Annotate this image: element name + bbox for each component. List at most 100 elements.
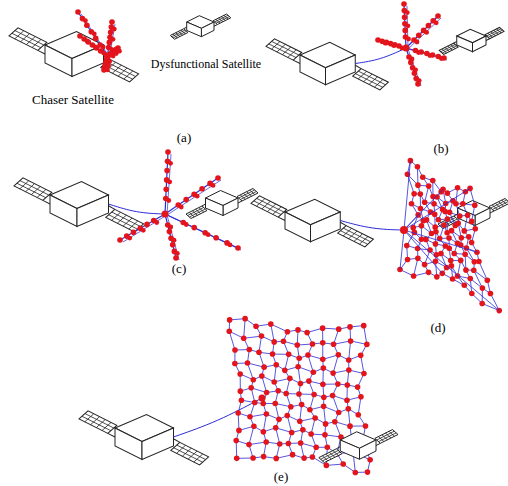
panel-label: (b) bbox=[432, 142, 449, 155]
net-mass bbox=[294, 342, 300, 348]
net-mass bbox=[324, 463, 330, 469]
net-thread bbox=[404, 161, 410, 230]
net-mass bbox=[415, 246, 421, 252]
satellite-figure bbox=[9, 28, 139, 82]
net-thread bbox=[408, 18, 441, 49]
net-mass bbox=[276, 417, 282, 423]
net-mass bbox=[252, 400, 258, 406]
solar-cell-line bbox=[107, 62, 136, 76]
panel-strut bbox=[238, 201, 242, 203]
net-mass bbox=[467, 276, 473, 282]
net-mass bbox=[195, 194, 200, 199]
net-mass bbox=[206, 232, 211, 237]
net-mass bbox=[281, 338, 287, 344]
satellite-figure bbox=[251, 196, 373, 247]
net-thread bbox=[244, 319, 245, 339]
net-mass bbox=[404, 243, 410, 249]
net-mass bbox=[287, 376, 293, 382]
solar-cell-line bbox=[21, 34, 30, 42]
net-mass bbox=[239, 397, 245, 403]
net-mass bbox=[112, 27, 117, 32]
net-mass bbox=[235, 245, 241, 251]
net-mass bbox=[289, 430, 295, 436]
satellite-part bbox=[9, 28, 47, 51]
net-mass bbox=[353, 470, 359, 476]
solar-cell-line bbox=[112, 65, 121, 73]
net-mass bbox=[166, 198, 171, 203]
net-thread bbox=[404, 230, 499, 311]
net-mass bbox=[461, 228, 467, 234]
solar-cell-line bbox=[20, 181, 29, 189]
solar-cell-line bbox=[492, 202, 508, 210]
net-mass bbox=[412, 70, 418, 76]
net-thread bbox=[81, 14, 110, 57]
net-mass bbox=[403, 45, 410, 52]
net-mass bbox=[465, 212, 471, 218]
net-mass bbox=[115, 45, 121, 51]
net-mass bbox=[480, 285, 486, 291]
satellite-figure bbox=[14, 178, 144, 232]
net-mass bbox=[479, 301, 485, 307]
panel-strut bbox=[293, 60, 300, 63]
net-mass bbox=[321, 365, 327, 371]
solar-cell-line bbox=[377, 431, 395, 440]
satellite-part bbox=[115, 428, 142, 460]
panel-label: (a) bbox=[176, 131, 192, 144]
net-mass bbox=[345, 382, 351, 388]
net-mass bbox=[304, 330, 310, 336]
satellite-part bbox=[201, 22, 214, 37]
net-mass bbox=[163, 186, 169, 192]
satellite-part bbox=[223, 198, 238, 216]
net-mass bbox=[402, 28, 408, 34]
net-mass bbox=[173, 255, 179, 261]
solar-cell-line bbox=[288, 50, 297, 58]
net-mass bbox=[232, 347, 238, 353]
net-mass bbox=[411, 191, 417, 197]
solar-cell-line bbox=[102, 422, 111, 430]
net-mass bbox=[434, 274, 440, 280]
solar-cell-line bbox=[364, 74, 373, 82]
net-mass bbox=[335, 381, 341, 387]
satellite-figure bbox=[439, 27, 504, 54]
net-mass bbox=[264, 411, 270, 417]
satellite-part bbox=[206, 198, 224, 216]
net-mass bbox=[271, 339, 277, 345]
net-thread bbox=[404, 189, 443, 230]
solar-cell-line bbox=[269, 44, 296, 58]
solar-cell-line bbox=[356, 74, 383, 88]
net-mass bbox=[295, 364, 301, 370]
solar-cell-line bbox=[369, 77, 378, 85]
net-mass bbox=[330, 370, 336, 376]
satellite-figure bbox=[170, 14, 230, 39]
net-mass bbox=[459, 235, 465, 241]
satellite-part bbox=[485, 27, 504, 38]
net-mass bbox=[295, 327, 301, 333]
solar-cell-line bbox=[173, 31, 186, 38]
net-mass bbox=[358, 394, 364, 400]
net-mass bbox=[248, 385, 254, 391]
solar-cell-line bbox=[26, 184, 35, 192]
satellite-part bbox=[475, 208, 490, 226]
net-mass bbox=[288, 404, 294, 410]
net-mass bbox=[331, 341, 337, 347]
net-mass bbox=[290, 452, 296, 458]
net-mass bbox=[365, 469, 371, 475]
solar-cell-line bbox=[257, 198, 284, 212]
solar-cell-line bbox=[85, 414, 114, 428]
net-mass bbox=[321, 404, 327, 410]
net-mass bbox=[286, 352, 292, 358]
satellite-label: Chaser Satellite bbox=[31, 93, 115, 106]
net-mass bbox=[213, 235, 219, 241]
net-mass bbox=[305, 352, 311, 358]
net-thread bbox=[165, 178, 218, 214]
satellite-part bbox=[457, 36, 473, 52]
net-mass bbox=[457, 213, 463, 219]
net-mass bbox=[264, 390, 270, 396]
solar-cell-line bbox=[194, 454, 203, 462]
net-mass bbox=[111, 37, 116, 42]
solar-cell-line bbox=[109, 215, 138, 229]
net-mass bbox=[431, 201, 437, 207]
net-mass bbox=[469, 240, 475, 246]
net-mass bbox=[286, 441, 292, 447]
net-thread bbox=[404, 230, 477, 252]
